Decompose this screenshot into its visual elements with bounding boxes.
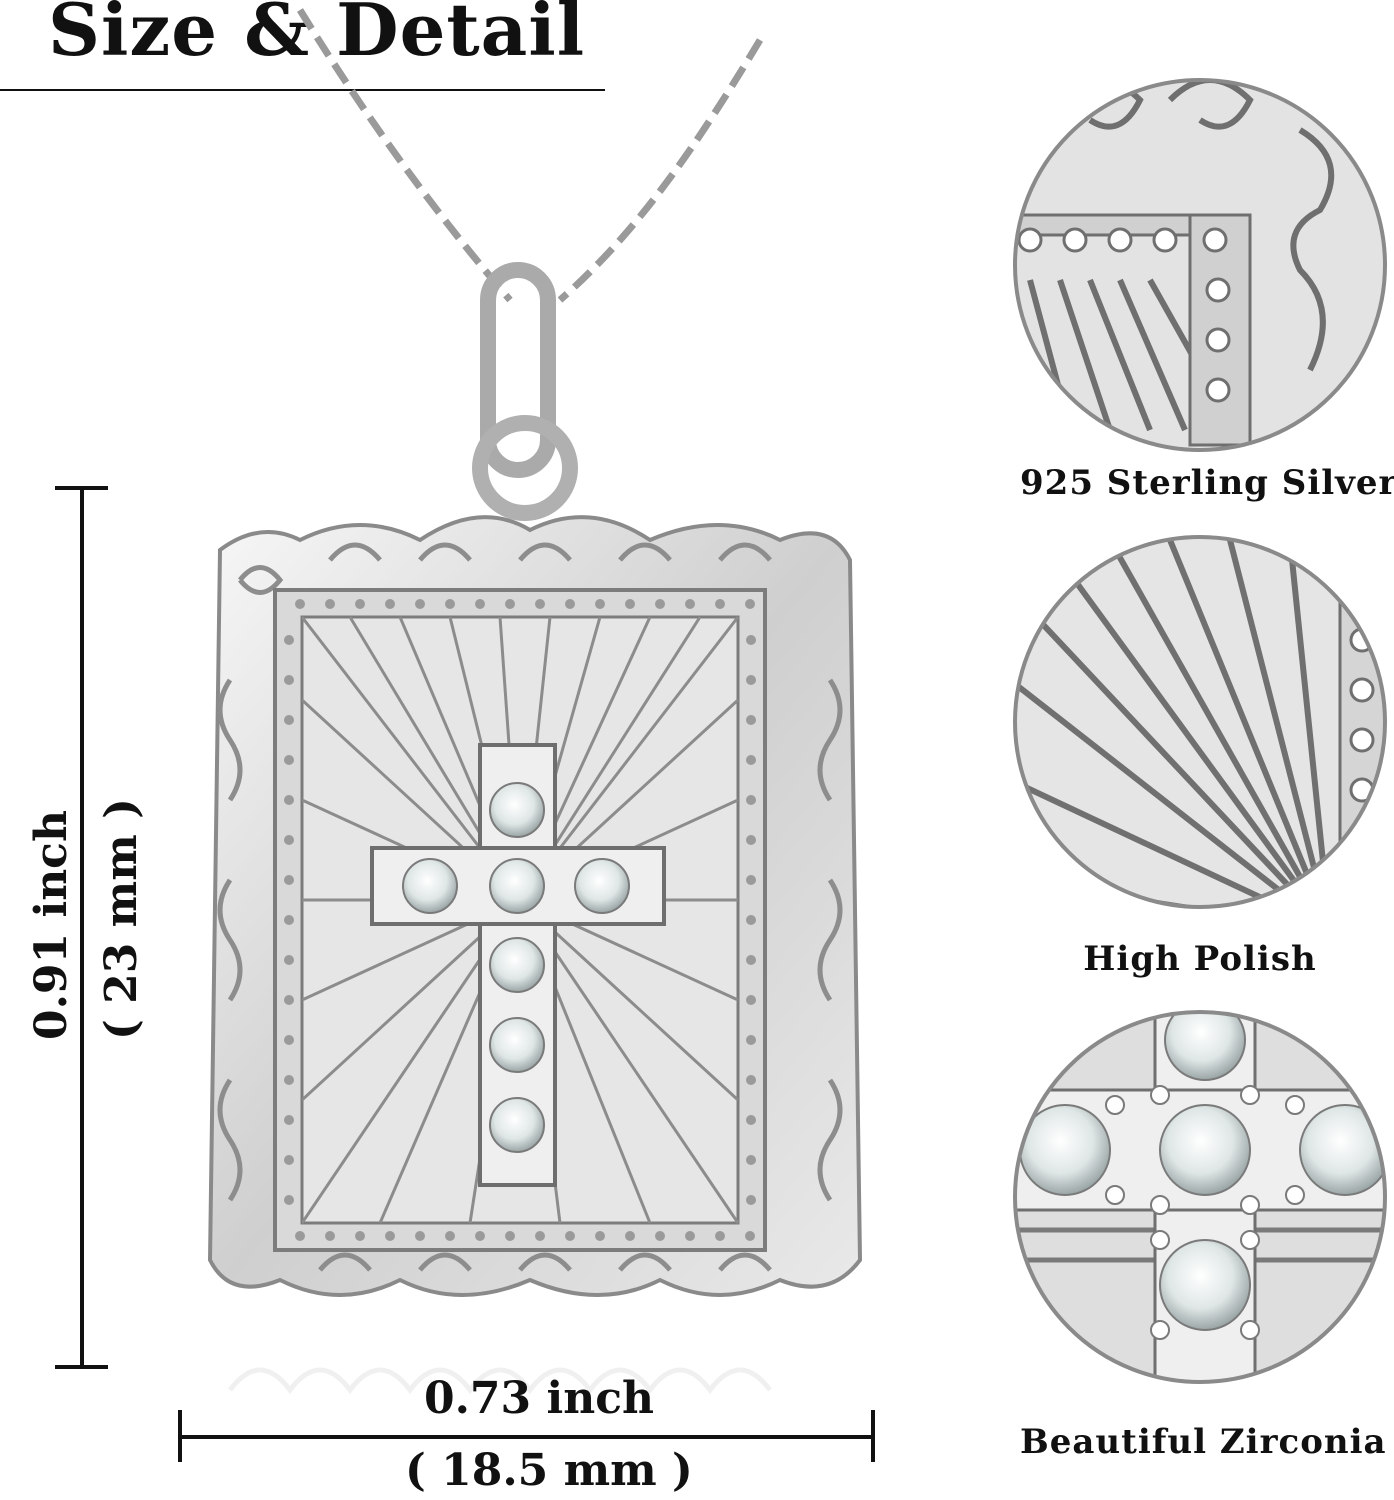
width-dimension-line [178, 1410, 875, 1462]
chain [297, 8, 764, 303]
pendant-reflection [228, 1367, 772, 1395]
filigree-corner-closeup [1013, 78, 1387, 452]
height-mm-label: ( 23 mm ) [96, 798, 147, 1040]
width-mm-label: ( 18.5 mm ) [405, 1445, 693, 1496]
bail [472, 262, 578, 521]
height-dimension-line [55, 486, 108, 1369]
page-title: Size & Detail [48, 0, 586, 72]
cross [370, 743, 666, 1187]
feature-label-high-polish: High Polish [1083, 939, 1317, 979]
feature-label-sterling-silver: 925 Sterling Silver [1020, 463, 1394, 503]
height-inch-label: 0.91 inch [26, 810, 77, 1040]
sunburst-closeup [1013, 535, 1387, 909]
feature-label-zirconia: Beautiful Zirconia [1020, 1422, 1387, 1462]
width-inch-label: 0.73 inch [424, 1373, 654, 1424]
title-underline [0, 89, 605, 91]
zirconia-closeup [1013, 1010, 1387, 1384]
